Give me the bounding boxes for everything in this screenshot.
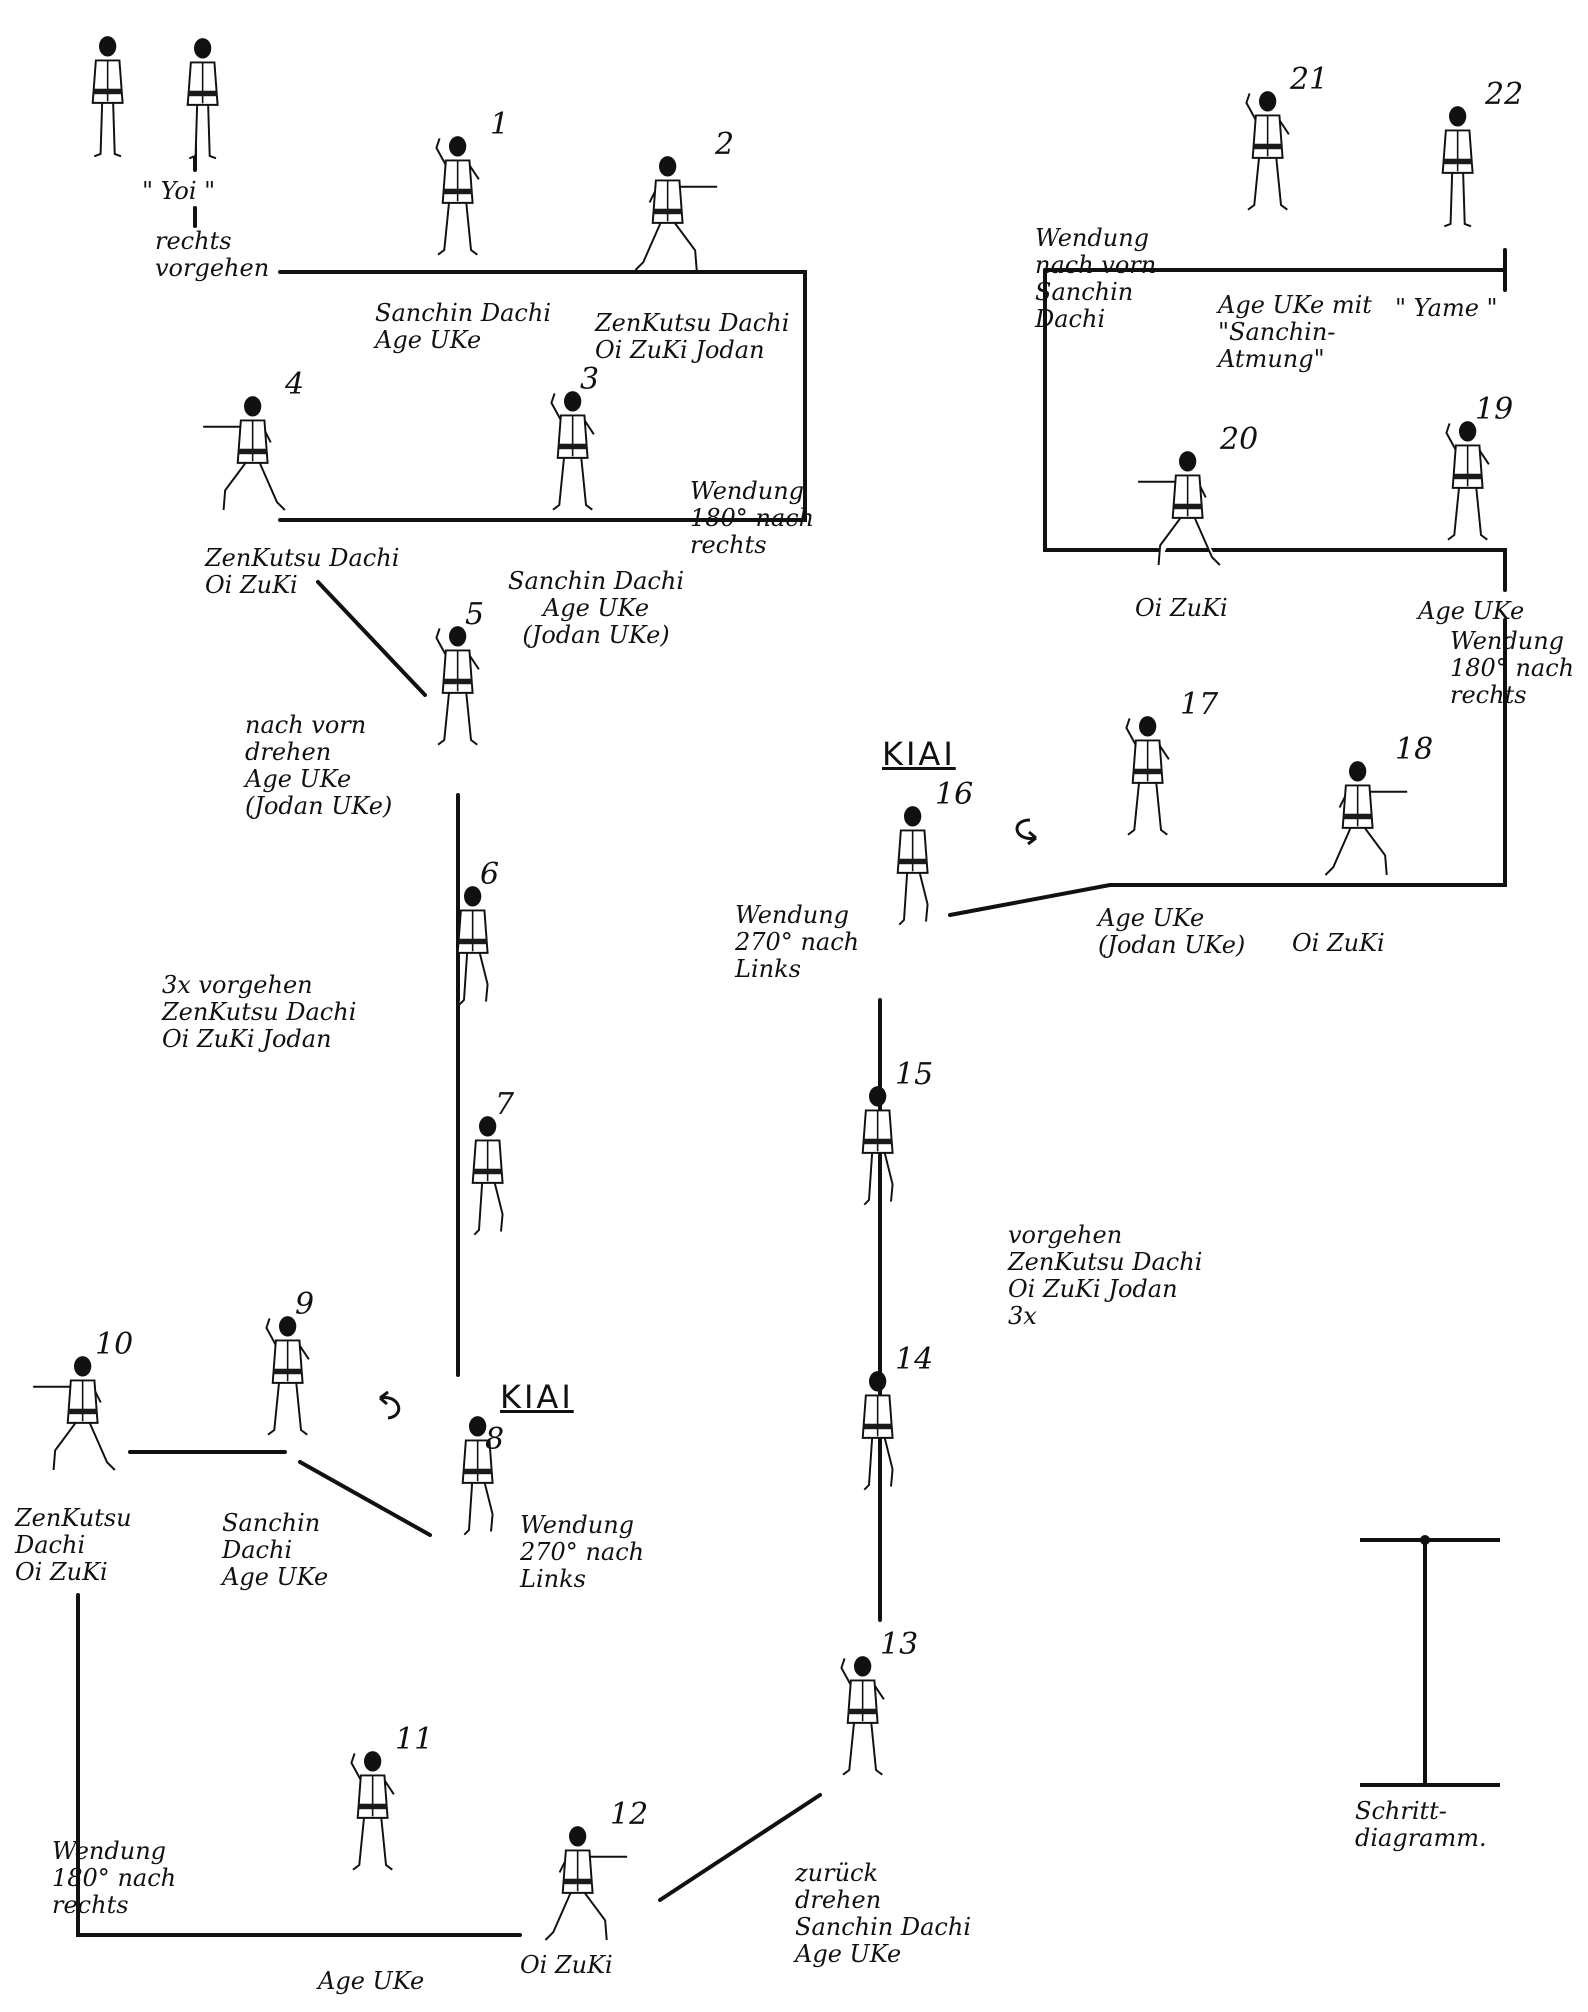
karateka-figure-3 <box>520 365 630 539</box>
karateka-figure-7 <box>435 1090 545 1264</box>
turn-arrow-right-icon <box>1008 812 1048 846</box>
step-number-14: 14 <box>895 1345 933 1375</box>
label-rechts-vorgehen: rechts vorgehen <box>155 228 269 282</box>
turn-arrow-left-icon <box>370 1390 410 1424</box>
step-number-7: 7 <box>495 1090 514 1120</box>
karateka-figure-start-b <box>150 12 260 186</box>
label-22: " Yame " <box>1395 295 1498 322</box>
label-14: vorgehen ZenKutsu Dachi Oi ZuKi Jodan 3x <box>1008 1222 1202 1330</box>
step-number-11: 11 <box>395 1725 433 1755</box>
step-number-8: 8 <box>485 1425 504 1455</box>
label-4: ZenKutsu Dachi Oi ZuKi <box>205 545 399 599</box>
label-yoi: " Yoi " <box>142 178 215 205</box>
label-16: Wendung 270° nach Links <box>735 902 859 983</box>
label-6: 3x vorgehen ZenKutsu Dachi Oi ZuKi Jodan <box>162 972 356 1053</box>
label-10: ZenKutsu Dachi Oi ZuKi <box>15 1505 132 1586</box>
step-number-18: 18 <box>1395 735 1433 765</box>
label-8: Wendung 270° nach Links <box>520 1512 644 1593</box>
label-9: Sanchin Dachi Age UKe <box>222 1510 328 1591</box>
label-18: Oi ZuKi <box>1292 930 1385 957</box>
step-number-22: 22 <box>1485 80 1523 110</box>
step-number-13: 13 <box>880 1630 918 1660</box>
label-wendung-vorn: Wendung nach vorn Sanchin Dachi <box>1035 225 1156 333</box>
label-20: Oi ZuKi <box>1135 595 1228 622</box>
karateka-figure-8 <box>425 1390 535 1564</box>
step-number-4: 4 <box>285 370 304 400</box>
step-number-9: 9 <box>295 1290 314 1320</box>
label-schritt-diagramm: Schritt- diagramm. <box>1355 1798 1487 1852</box>
step-number-2: 2 <box>715 130 734 160</box>
kiai-label-8: KIAI <box>500 1378 574 1416</box>
step-number-16: 16 <box>935 780 973 810</box>
label-1: Sanchin Dachi Age UKe <box>375 300 551 354</box>
step-number-5: 5 <box>465 600 484 630</box>
step-number-17: 17 <box>1180 690 1218 720</box>
step-number-3: 3 <box>580 365 599 395</box>
label-17: Age UKe (Jodan UKe) <box>1098 905 1245 959</box>
karateka-figure-6 <box>420 860 530 1034</box>
label-2: ZenKutsu Dachi Oi ZuKi Jodan <box>595 310 789 364</box>
label-19: Age UKe <box>1418 598 1524 625</box>
step-number-10: 10 <box>95 1330 133 1360</box>
step-number-12: 12 <box>610 1800 648 1830</box>
step-number-19: 19 <box>1475 395 1513 425</box>
step-number-1: 1 <box>490 110 509 140</box>
label-wendung-3: Wendung 180° nach rechts <box>690 478 814 559</box>
karateka-figure-2 <box>615 130 725 304</box>
label-21: Age UKe mit "Sanchin- Atmung" <box>1218 292 1372 373</box>
label-12: Oi ZuKi <box>520 1952 613 1979</box>
label-11: Age UKe <box>318 1968 424 1995</box>
karateka-figure-9 <box>235 1290 345 1464</box>
step-number-21: 21 <box>1290 65 1328 95</box>
label-13: zurück drehen Sanchin Dachi Age UKe <box>795 1860 971 1968</box>
karateka-figure-start-a <box>55 10 165 184</box>
label-5: nach vorn drehen Age UKe (Jodan UKe) <box>245 712 392 820</box>
kiai-label-16: KIAI <box>882 735 956 773</box>
path-segment-16-to-17 <box>950 885 1110 915</box>
step-number-6: 6 <box>480 860 499 890</box>
schritt-diagram-icon <box>1355 1535 1505 1795</box>
label-wendung-19: Wendung 180° nach rechts <box>1450 628 1574 709</box>
karateka-figure-5 <box>405 600 515 774</box>
label-3: Sanchin Dachi Age UKe (Jodan UKe) <box>508 568 684 649</box>
step-number-20: 20 <box>1220 425 1258 455</box>
label-wendung-10: Wendung 180° nach rechts <box>52 1838 176 1919</box>
step-number-15: 15 <box>895 1060 933 1090</box>
